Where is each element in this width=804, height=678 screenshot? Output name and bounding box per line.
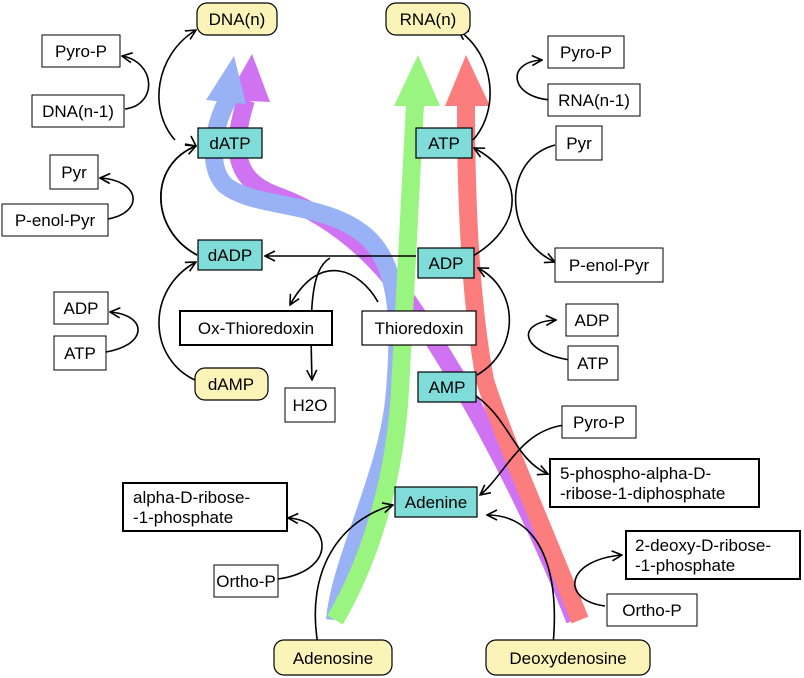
node-dna-n1: DNA(n-1) [42,102,114,121]
node-pyr-left-box [49,154,99,190]
node-atp-box [415,127,473,159]
node-penolpyr-right-box [554,247,664,283]
arrow-adp-to-atp [473,148,513,257]
node-penolpyr-left-box [1,203,109,237]
node-h2o: H2O [293,396,328,415]
flux-blue-adenosine-to-dna [204,93,407,621]
node-ribose1p-line2: -1-phosphate [133,508,233,527]
node-pyro-p-mid: Pyro-P [573,413,625,432]
node-pyro-p-right: Pyro-P [560,43,612,62]
arrow-adenine-to-amp-prpp [475,395,548,474]
node-ortho-p-right: Ortho-P [622,601,682,620]
node-dadp: dADP [208,246,252,265]
node-adenine: Adenine [405,493,467,512]
node-adp-right-box [565,303,619,337]
node-amp: AMP [429,378,466,397]
node-atp-left: ATP [64,344,96,363]
arrow-pyr-to-penolpyr [514,144,555,262]
node-adenosine: Adenosine [293,649,373,668]
node-adp-left-box [53,291,109,325]
arrow-penolpyr-to-pyr [100,178,134,220]
flux-green-adenosine-to-rna [327,103,424,625]
node-ortho-p-left-box [213,564,279,598]
node-prpp-line1: 5-phospho-alpha-D- [560,464,711,483]
arrow-orthop-to-deoxyribose1p [574,555,622,607]
arrow-to-h2o [311,257,331,380]
flux-green-arrowhead [394,55,440,106]
node-rna-n1-box [547,83,641,117]
arrow-damp-to-dadp [158,262,197,382]
node-pyro-p-left: Pyro-P [55,42,107,61]
node-deoxyribose1p-line1: 2-deoxy-D-ribose- [635,536,771,555]
arrow-thioredoxin-to-ox [290,269,379,305]
node-deoxyadenosine-box [485,639,651,676]
node-amp-box [417,371,477,403]
node-pyr-right-box [555,125,603,161]
flux-arrows [204,54,589,625]
arrow-dadp-to-datp-head [160,145,198,256]
node-dadp-box [197,239,263,271]
node-penolpyr-left: P-enol-Pyr [15,211,96,230]
node-ox-thioredoxin-box [179,310,333,346]
node-atp-right-box [567,345,619,381]
node-dna-n: DNA(n) [209,10,266,29]
node-damp-box [194,367,269,401]
node-ribose1p-box [122,482,288,532]
arrow-deoxyadenosine-to-adenine [487,515,556,646]
node-pyr-right: Pyr [566,134,592,153]
node-adp-right: ADP [575,311,610,330]
flux-red-arrowhead [445,55,490,106]
node-pyro-p-left-box [41,34,121,68]
arrow-amp-to-adp [477,268,511,376]
node-dna-n1-box [31,94,125,128]
node-pyro-p-mid-box [561,405,637,439]
node-adp: ADP [429,254,464,273]
node-ortho-p-right-box [606,593,698,627]
node-prpp-line2: -ribose-1-diphosphate [560,484,725,503]
node-ox-thioredoxin: Ox-Thioredoxin [198,319,314,338]
node-rna-n: RNA(n) [400,10,457,29]
node-deoxyadenosine: Deoxydenosine [509,649,626,668]
node-rna-n-box [385,2,471,36]
reaction-arrows [100,30,622,646]
node-h2o-box [284,387,336,423]
arrow-dadp-to-datp [160,146,197,256]
node-adenine-box [394,486,478,518]
arrow-adenosine-to-adenine [314,505,393,646]
node-damp: dAMP [208,375,254,394]
node-ribose1p-line1: alpha-D-ribose- [133,488,250,507]
node-penolpyr-right: P-enol-Pyr [569,256,650,275]
arrow-atp-to-adp-right [527,320,571,361]
arrow-dna-n1-to-pyro [122,56,150,110]
arrow-orthop-to-ribose1p [277,518,323,580]
node-thioredoxin: Thioredoxin [375,319,464,338]
node-dna-n-box [196,2,278,36]
node-datp-box [197,127,263,159]
flux-blue-arrowhead [206,56,246,104]
node-rna-n1: RNA(n-1) [558,91,630,110]
node-pyro-p-right-box [547,35,625,69]
arrow-pyro-to-adenine [480,424,566,495]
node-prpp-box [549,458,760,508]
arrow-atp-to-rna [458,30,491,141]
node-adenosine-box [273,639,393,676]
node-adp-left: ADP [64,299,99,318]
arrow-rna-n1-to-pyro [516,60,553,101]
arrow-atp-to-adp-left [105,312,139,353]
node-ortho-p-left: Ortho-P [216,572,276,591]
node-atp-left-box [53,335,107,371]
flux-red-deoxyadenosine-to-rna [457,103,589,624]
node-adp-box [417,247,475,279]
node-thioredoxin-box [361,310,477,346]
node-atp: ATP [428,134,460,153]
node-deoxyribose1p-line2: -1-phosphate [635,556,735,575]
node-pyr-left: Pyr [61,163,87,182]
node-atp-right: ATP [577,354,609,373]
node-datp: dATP [209,134,250,153]
node-deoxyribose1p-box [625,530,801,580]
arrow-datp-to-dna [158,30,196,141]
